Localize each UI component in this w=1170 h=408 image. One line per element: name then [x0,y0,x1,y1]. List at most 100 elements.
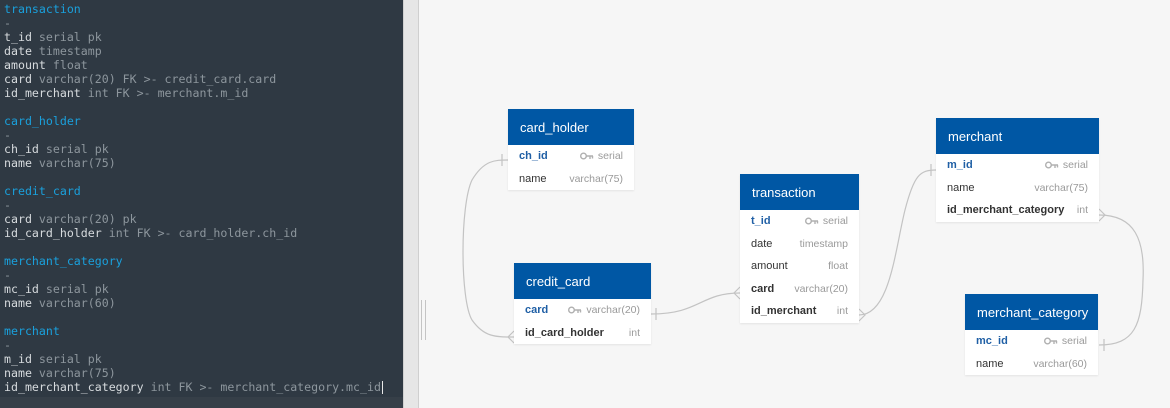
table-header[interactable]: credit_card [514,263,651,299]
column-row[interactable]: name varchar(60) [965,353,1098,376]
editor-horizontal-scrollbar[interactable] [0,397,403,408]
type-token: serial pk [38,30,102,44]
table-credit-card[interactable]: credit_card card varchar(20) id_card_hol… [514,263,651,344]
column-row[interactable]: id_merchant int [740,300,859,323]
column-name: amount [751,260,788,273]
type-token: varchar(60) [38,296,116,310]
column-type: serial [1062,159,1088,172]
table-header[interactable]: card_holder [508,109,634,145]
separator-token: - [4,16,11,30]
key-icon [1043,337,1058,345]
editor-line: name varchar(60) [4,296,116,310]
column-row[interactable]: name varchar(75) [508,168,634,191]
column-type: serial [597,150,623,163]
table-card-holder[interactable]: card_holder ch_id serial name varchar(75… [508,109,634,190]
column-token: id_merchant [4,86,81,100]
column-row[interactable]: t_id serial [740,210,859,233]
table-name-token: merchant [4,324,60,338]
editor-line: mc_id serial pk [4,282,109,296]
editor-line: card varchar(20) FK >- credit_card.card [4,72,276,86]
column-token: name [4,156,32,170]
type-token: varchar(75) [38,156,116,170]
column-name: name [976,357,1004,370]
editor-line: - [4,16,11,30]
pane-divider [418,0,419,408]
column-type: int [628,326,640,339]
table-name-token: card_holder [4,114,81,128]
column-type: varchar(60) [1033,357,1087,370]
key-icon [568,306,582,314]
column-token: name [4,366,32,380]
editor-line: transaction [4,2,81,16]
column-name: card [525,304,549,317]
separator-token: - [4,128,11,142]
column-row[interactable]: card varchar(20) [740,278,859,301]
column-row[interactable]: card varchar(20) [514,299,651,322]
column-token: id_card_holder [4,226,102,240]
editor-line: - [4,128,11,142]
type-token: int FK >- card_holder.ch_id [108,226,298,240]
column-type: varchar(20) [794,282,848,295]
editor-line: - [4,198,11,212]
editor-line: merchant [4,324,60,338]
editor-line: card varchar(20) pk [4,212,137,226]
editor-line: merchant_category [4,254,123,268]
column-row[interactable]: amount float [740,255,859,278]
editor-line: t_id serial pk [4,30,102,44]
editor-line: name varchar(75) [4,366,116,380]
table-transaction[interactable]: transaction t_id serial date timestamp a… [740,174,859,323]
key-icon [1044,161,1059,169]
column-row[interactable]: m_id serial [936,154,1099,177]
type-token: serial pk [38,352,102,366]
type-token: varchar(20) FK >- credit_card.card [38,72,277,86]
column-row[interactable]: ch_id serial [508,145,634,168]
column-row[interactable]: name varchar(75) [936,177,1099,200]
editor-line: - [4,268,11,282]
column-row[interactable]: id_merchant_category int [936,199,1099,222]
column-token: name [4,296,32,310]
key-icon [804,217,819,225]
column-type: int [1076,204,1088,217]
splitter-handle[interactable] [421,300,426,340]
column-type: varchar(75) [569,172,623,185]
column-name: ch_id [519,150,548,163]
column-type: serial [1061,335,1087,348]
editor-line: id_merchant_category int FK >- merchant_… [4,380,381,394]
table-header[interactable]: merchant_category [965,294,1098,330]
column-token: m_id [4,352,32,366]
editor-line: id_card_holder int FK >- card_holder.ch_… [4,226,297,240]
column-name: m_id [947,159,973,172]
schema-code-editor[interactable]: transaction - t_id serial pk date timest… [0,0,403,408]
column-name: t_id [751,215,771,228]
editor-line: amount float [4,58,88,72]
editor-line: id_merchant int FK >- merchant.m_id [4,86,248,100]
relation-merchant-category [1098,214,1144,346]
type-token: serial pk [45,282,109,296]
column-name: id_merchant [751,305,817,318]
editor-line: ch_id serial pk [4,142,109,156]
column-token: card [4,72,32,86]
relation-cardholder-creditcard [462,159,515,338]
column-type: timestamp [799,237,848,250]
column-token: mc_id [4,282,39,296]
editor-line: name varchar(75) [4,156,116,170]
column-token: id_merchant_category [4,380,144,394]
separator-token: - [4,198,11,212]
table-merchant-category[interactable]: merchant_category mc_id serial name varc… [965,294,1098,375]
column-row[interactable]: id_card_holder int [514,322,651,345]
column-name: card [751,282,775,295]
column-type: varchar(20) [586,304,640,317]
column-name: mc_id [976,335,1008,348]
table-header[interactable]: transaction [740,174,859,210]
column-row[interactable]: date timestamp [740,233,859,256]
editor-line: card_holder [4,114,81,128]
column-row[interactable]: mc_id serial [965,330,1098,353]
column-token: t_id [4,30,32,44]
type-token: varchar(75) [38,366,116,380]
editor-vertical-scrollbar[interactable] [403,0,418,408]
editor-line: date timestamp [4,44,102,58]
table-merchant[interactable]: merchant m_id serial name varchar(75) id… [936,118,1099,222]
column-name: id_merchant_category [947,204,1065,217]
type-token: float [52,58,88,72]
table-header[interactable]: merchant [936,118,1099,154]
